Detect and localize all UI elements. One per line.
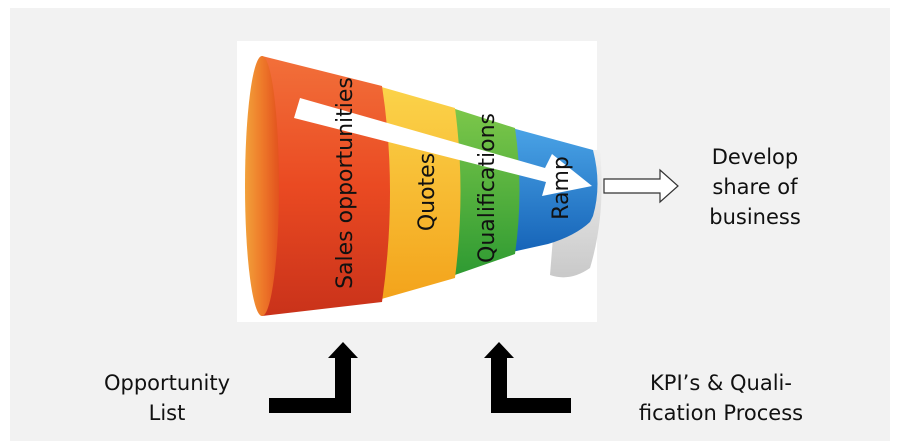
stage-label-ramp: Ramp [549, 156, 574, 220]
left-input-line-1: Opportunity [103, 371, 231, 395]
stage-label-sales-opportunities: Sales opportunities [333, 77, 358, 289]
outcome-line-3: business [709, 205, 801, 229]
stage-label-quotes: Quotes [415, 153, 440, 231]
funnel-mouth [245, 56, 279, 316]
left-input-text: Opportunity List [78, 368, 256, 428]
outcome-text: Develop share of business [690, 142, 820, 232]
stage-label-qualifications: Qualifications [475, 113, 500, 263]
input-arrow-left [269, 342, 358, 413]
right-input-line-1: KPI’s & Quali- [650, 371, 792, 395]
left-input-line-2: List [148, 401, 186, 425]
flow-arrow [294, 98, 592, 196]
outcome-line-2: share of [712, 175, 798, 199]
outcome-line-1: Develop [711, 145, 799, 169]
right-input-text: KPI’s & Quali- fication Process [606, 368, 836, 428]
right-input-line-2: fication Process [638, 401, 804, 425]
outcome-arrow [603, 168, 679, 204]
input-arrow-right [484, 342, 571, 413]
